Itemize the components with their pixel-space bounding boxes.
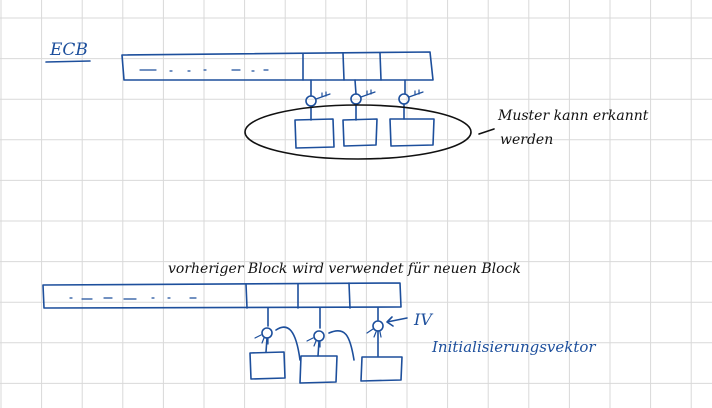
cbc-caption: vorheriger Block wird verwendet für neue…: [168, 261, 521, 277]
ecb-block-1: [294, 79, 335, 149]
key-icon: [350, 89, 376, 105]
cbc-cipher-block-3: [360, 356, 403, 382]
ecb-bar-divider-3: [379, 52, 382, 81]
iv-full-label: Initialisierungsvektor: [431, 338, 596, 356]
ecb-bar-divider-2: [342, 52, 345, 81]
ecb-cipher-block-3: [389, 118, 435, 147]
ecb-cipher-block-2: [342, 118, 378, 147]
key-icon: [306, 330, 325, 348]
pattern-note-line1: Muster kann erkannt: [497, 108, 649, 124]
cbc-bar-dots: [69, 297, 197, 300]
pattern-note-connector: [478, 128, 495, 135]
iv-label: IV: [413, 310, 433, 329]
cbc-bar-divider-3: [348, 282, 351, 309]
cbc-cipher-block-2: [299, 355, 338, 384]
key-icon: [254, 327, 273, 345]
ecb-block-2: [342, 79, 378, 147]
ecb-title: ECB: [49, 40, 88, 60]
ecb-section: ECB: [45, 40, 649, 160]
pattern-note-line2: werden: [500, 132, 553, 148]
iv-arrow: [386, 316, 408, 327]
cbc-message-bar: [42, 282, 402, 309]
cbc-block-3: [360, 307, 403, 382]
key-icon: [398, 89, 424, 105]
key-icon: [366, 320, 384, 338]
cbc-chain-arrow-2: [328, 329, 355, 361]
cbc-cipher-block-1: [249, 351, 286, 380]
cbc-block-1: [249, 307, 301, 380]
ecb-message-bar: [121, 51, 434, 81]
ecb-cipher-block-1: [294, 118, 335, 149]
ecb-bar-dots: [139, 69, 269, 72]
ecb-block-3: [389, 79, 435, 147]
cbc-section: vorheriger Block wird verwendet für neue…: [42, 261, 596, 384]
cbc-block-2: [299, 307, 355, 384]
pattern-highlight-ellipse: [244, 104, 472, 160]
ecb-title-underline: [45, 60, 91, 63]
cbc-bar-divider-1: [245, 283, 248, 309]
cbc-chain-arrow-1: [275, 326, 301, 361]
